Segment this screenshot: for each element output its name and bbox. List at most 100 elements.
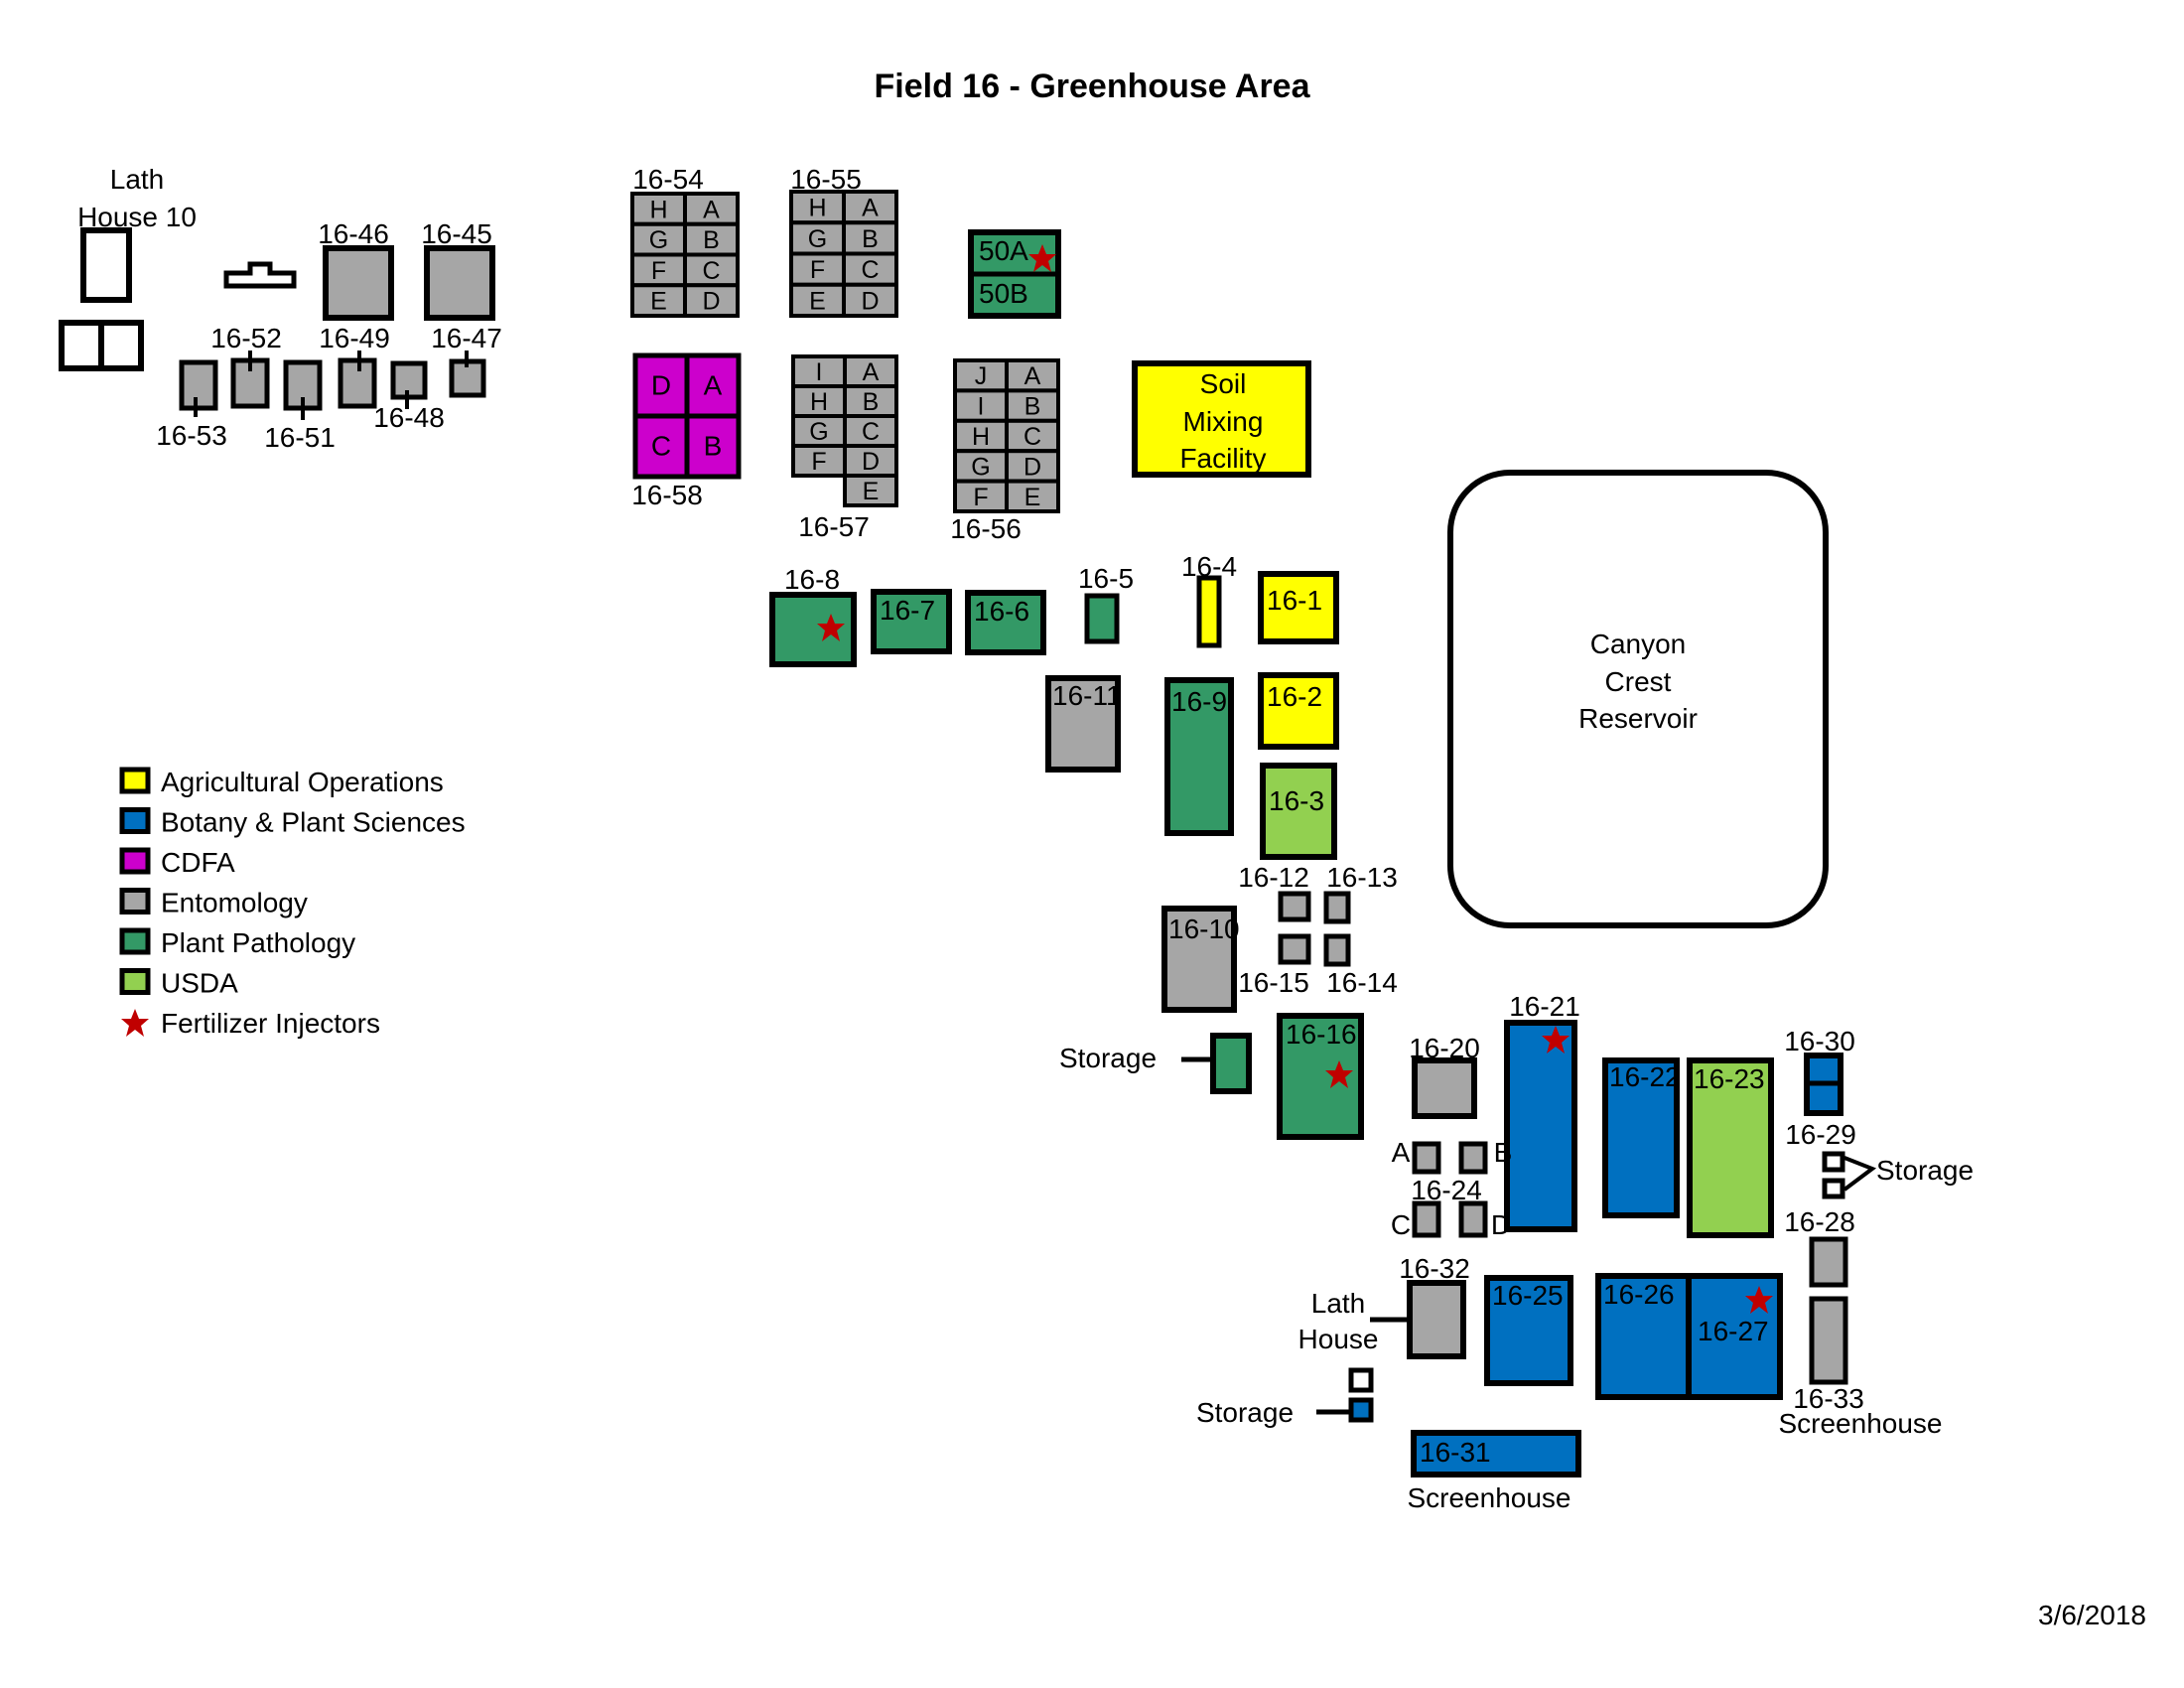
lath-house-10-label-2: House 10 xyxy=(77,202,197,232)
bay-57-B[interactable] xyxy=(843,384,898,418)
reservoir-label-2: Crest xyxy=(1605,666,1672,697)
greenhouse-16-28[interactable] xyxy=(1809,1236,1848,1288)
bay-57-C[interactable] xyxy=(843,414,898,448)
bay-55-C[interactable] xyxy=(842,251,898,287)
legend-swatch xyxy=(119,888,151,914)
bay-label: C xyxy=(862,418,880,446)
legend-swatch xyxy=(119,968,151,995)
bay-label: A xyxy=(862,195,879,222)
greenhouse-16-13[interactable] xyxy=(1323,891,1351,924)
map-date: 3/6/2018 xyxy=(2038,1600,2146,1630)
storage-16-29-b[interactable] xyxy=(1822,1178,1845,1199)
storage-c-bottom[interactable] xyxy=(1348,1397,1374,1423)
greenhouse-16-11[interactable] xyxy=(1045,675,1121,773)
bay-label: H xyxy=(649,196,667,223)
label-16-22: 16-22 xyxy=(1609,1061,1681,1092)
greenhouse-16-7[interactable] xyxy=(871,589,952,654)
greenhouse-16-21[interactable] xyxy=(1504,1020,1577,1232)
bay-55-D[interactable] xyxy=(842,282,898,318)
bay-54-D[interactable] xyxy=(683,283,740,318)
bay-56-A[interactable] xyxy=(1005,358,1060,393)
greenhouse-16-2[interactable] xyxy=(1258,672,1339,750)
greenhouse-16-23[interactable] xyxy=(1687,1057,1774,1238)
label-16-3: 16-3 xyxy=(1269,785,1324,816)
lath-house-16-32[interactable] xyxy=(1407,1280,1466,1359)
label-16-9: 16-9 xyxy=(1171,686,1227,717)
greenhouse-16-8[interactable] xyxy=(769,592,857,667)
lath-house-label-2: House xyxy=(1298,1324,1379,1354)
greenhouse-16-10[interactable] xyxy=(1161,906,1237,1013)
label-16-27: 16-27 xyxy=(1698,1316,1769,1346)
bay-label: F xyxy=(973,484,988,511)
bay-label: D xyxy=(861,287,879,315)
bay-label: H xyxy=(972,423,990,451)
greenhouse-16-53[interactable] xyxy=(179,359,218,411)
greenhouse-16-3[interactable] xyxy=(1260,763,1337,860)
bay-58-B[interactable] xyxy=(684,413,742,480)
bay-label: D xyxy=(651,370,671,401)
storage-16-29-a[interactable] xyxy=(1822,1151,1845,1173)
label-16-46: 16-46 xyxy=(318,218,389,249)
bay-label: E xyxy=(809,287,826,315)
screenhouse-16-31[interactable] xyxy=(1411,1430,1581,1477)
greenhouse-16-15[interactable] xyxy=(1278,933,1311,965)
small-structure[interactable] xyxy=(223,261,297,289)
greenhouse-16-52[interactable] xyxy=(230,357,270,409)
bay-57-E[interactable] xyxy=(843,474,898,507)
bay-56-E[interactable] xyxy=(1005,479,1060,514)
legend-swatch xyxy=(119,767,151,794)
bay-label: B xyxy=(862,225,879,253)
storage-plant-pathology[interactable] xyxy=(1210,1033,1252,1094)
greenhouse-16-6[interactable] xyxy=(965,590,1046,655)
greenhouse-16-9[interactable] xyxy=(1164,677,1234,836)
bay-label: E xyxy=(650,288,667,316)
greenhouse-16-24-a[interactable] xyxy=(1412,1141,1441,1175)
label-c24-d: D xyxy=(1491,1209,1511,1240)
greenhouse-16-14[interactable] xyxy=(1323,933,1351,967)
label-16-58: 16-58 xyxy=(631,480,703,510)
greenhouse-16-25[interactable] xyxy=(1484,1275,1573,1386)
bay-label: F xyxy=(651,257,666,285)
label-16-24: 16-24 xyxy=(1411,1175,1482,1205)
bay-label: C xyxy=(651,431,671,462)
bay-label: H xyxy=(808,195,826,222)
greenhouse-16-16[interactable] xyxy=(1277,1013,1364,1140)
canyon-crest-reservoir[interactable] xyxy=(1447,470,1829,928)
bay-56-B[interactable] xyxy=(1005,388,1060,423)
storage-c-top[interactable] xyxy=(1348,1367,1374,1393)
label-16-51: 16-51 xyxy=(264,422,336,453)
label-16-57: 16-57 xyxy=(798,511,870,542)
greenhouse-16-22[interactable] xyxy=(1602,1057,1680,1218)
label-16-56: 16-56 xyxy=(950,513,1022,544)
legend-swatch xyxy=(119,847,151,875)
greenhouse-16-4[interactable] xyxy=(1196,575,1222,648)
bay-58-A[interactable] xyxy=(684,352,742,419)
label-16-6: 16-6 xyxy=(974,596,1029,627)
greenhouse-16-24-b[interactable] xyxy=(1458,1141,1488,1175)
greenhouse-16-24-c[interactable] xyxy=(1412,1200,1441,1238)
greenhouse-16-45[interactable] xyxy=(424,245,495,321)
greenhouse-16-1[interactable] xyxy=(1258,571,1339,644)
greenhouse-16-20[interactable] xyxy=(1412,1057,1477,1119)
legend-item-label: Entomology xyxy=(161,888,308,918)
greenhouse-16-5[interactable] xyxy=(1084,593,1120,644)
label-16-31: 16-31 xyxy=(1420,1437,1491,1468)
soil-mixing-facility[interactable] xyxy=(1132,360,1311,478)
bay-label: B xyxy=(704,431,723,462)
label-c24-a: A xyxy=(1392,1137,1411,1168)
greenhouse-16-46[interactable] xyxy=(323,245,394,321)
lath-house-10[interactable] xyxy=(80,227,132,303)
label-16-25: 16-25 xyxy=(1492,1280,1564,1311)
greenhouse-16-12[interactable] xyxy=(1278,891,1311,922)
bay-label: G xyxy=(971,453,990,481)
storage-label-b: Storage xyxy=(1876,1155,1974,1186)
storage-label-a: Storage xyxy=(1059,1043,1157,1073)
reservoir-label-1: Canyon xyxy=(1590,629,1687,659)
greenhouse-16-33[interactable] xyxy=(1809,1296,1848,1385)
greenhouse-16-24-d[interactable] xyxy=(1458,1200,1488,1238)
